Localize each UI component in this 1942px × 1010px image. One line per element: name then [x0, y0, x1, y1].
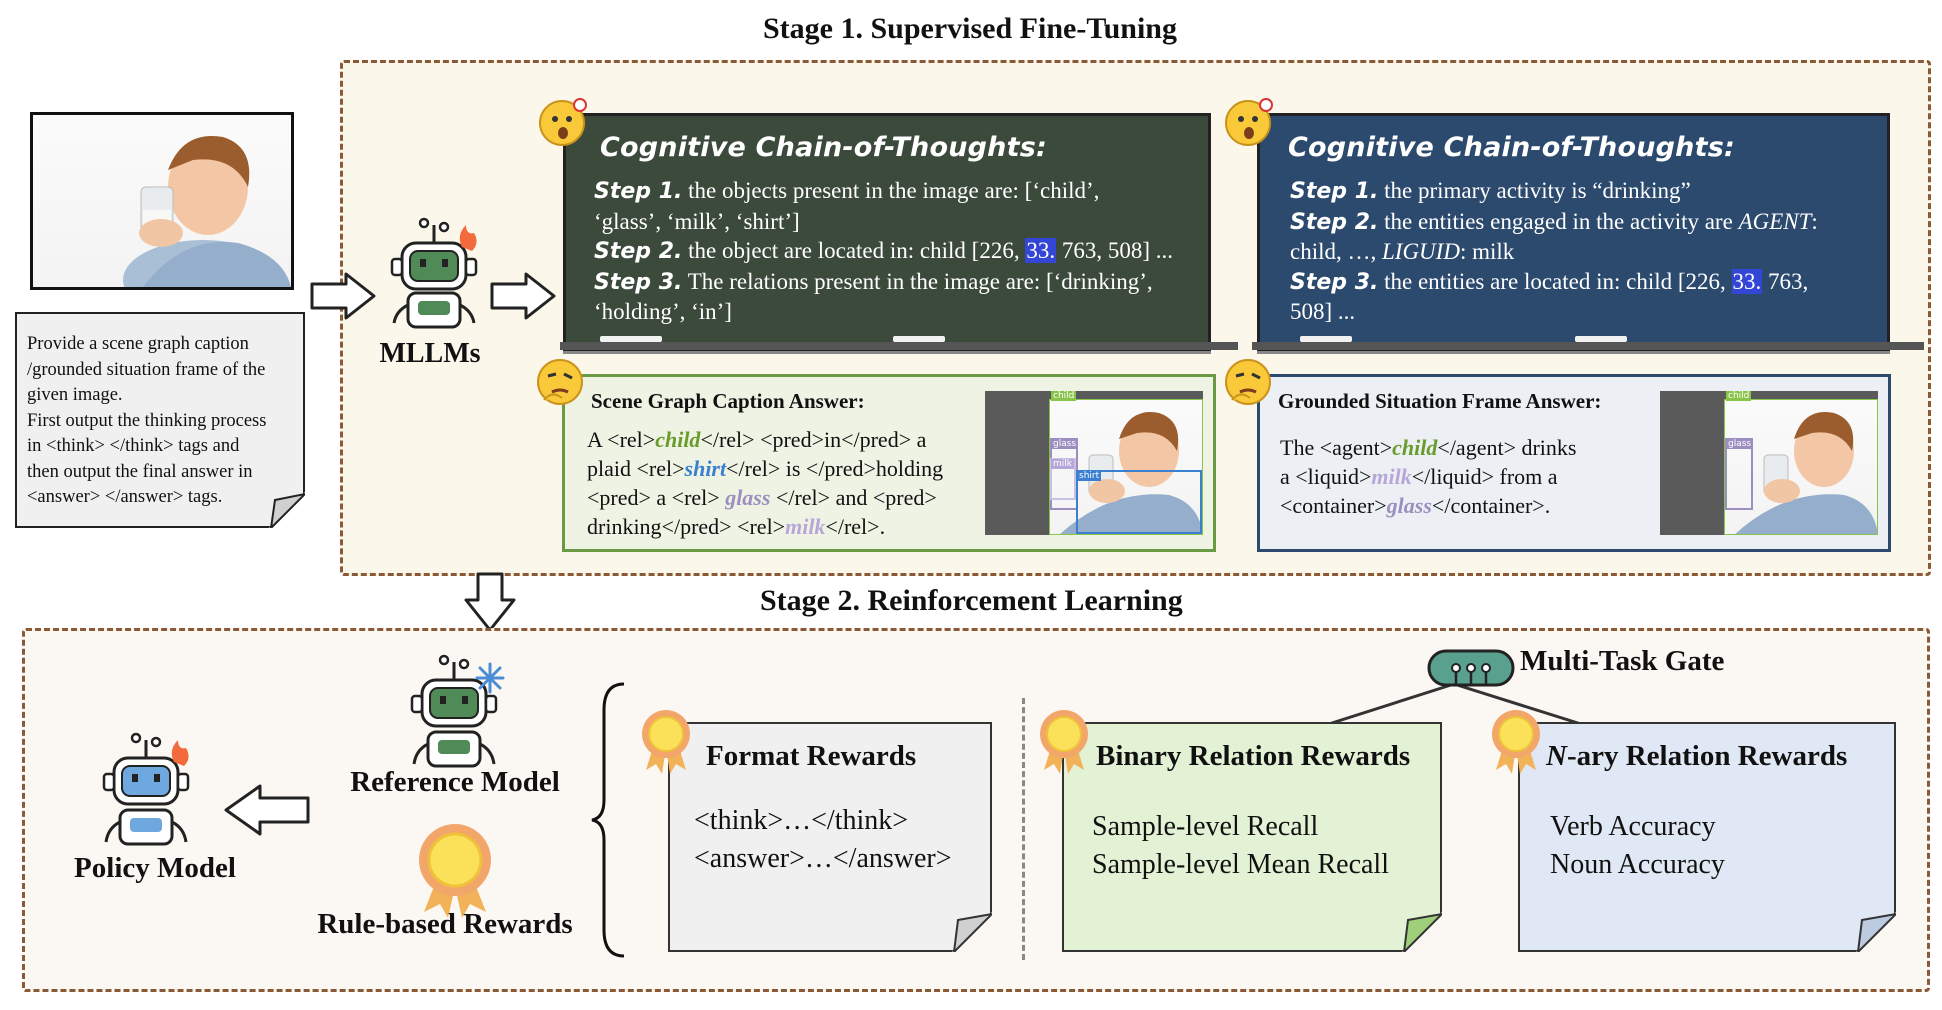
cot-step-1-cont: ‘glass’, ‘milk’, ‘shirt’]	[594, 208, 800, 234]
box-label: glass	[1726, 439, 1754, 449]
folded-corner-icon	[269, 492, 305, 528]
prompt-line: then output the final answer in	[27, 461, 253, 482]
arrow-down-icon	[464, 572, 516, 632]
stage2-title: Stage 2. Reinforcement Learning	[760, 584, 1183, 617]
chalk-piece	[600, 336, 662, 342]
medal-icon	[419, 824, 491, 918]
cot-board-right: Cognitive Chain-of-Thoughts: Step 1. the…	[1257, 113, 1890, 351]
reward-items: Sample-level Recall Sample-level Mean Re…	[1092, 811, 1389, 880]
prompt-line: in <think> </think> tags and	[27, 436, 240, 456]
reward-title: Format Rewards	[706, 740, 917, 772]
reward-items: <think>…</think> <answer>…</answer>	[694, 805, 952, 874]
cot-step-3: Step 3. the entities are located in: chi…	[1290, 268, 1809, 295]
prompt-line: <answer> </answer> tags.	[27, 487, 223, 507]
cot-step-1: Step 1. the primary activity is “drinkin…	[1290, 178, 1691, 204]
grounded-situation-answer: Grounded Situation Frame Answer: The <ag…	[1257, 374, 1891, 552]
cot-step-3-cont: 508] ...	[1290, 299, 1356, 324]
box-label: shirt	[1077, 471, 1102, 481]
scene-graph-answer: Scene Graph Caption Answer: A <rel>child…	[562, 374, 1216, 552]
box-label: child	[1726, 391, 1752, 401]
cot-step-3: Step 3. The relations present in the ima…	[594, 268, 1153, 295]
reward-title: Binary Relation Rewards	[1096, 740, 1411, 772]
cot-step-1: Step 1. the objects present in the image…	[594, 178, 1100, 204]
answer-text: A <rel>child</rel> <pred>in</pred> a pla…	[587, 427, 944, 539]
arrow-right-icon	[490, 272, 556, 320]
cot-title: Cognitive Chain-of-Thoughts:	[600, 132, 1047, 163]
reward-items: Verb Accuracy Noun Accuracy	[1550, 811, 1725, 880]
grounded-image: child glass milk shirt	[985, 391, 1203, 535]
robot-trainable-icon	[390, 217, 478, 329]
pondering-face-icon	[537, 359, 583, 405]
cot-step-2-cont: child, …, LIGUID: milk	[1290, 239, 1515, 264]
input-image	[30, 112, 294, 320]
board-ledge	[560, 342, 1238, 350]
chalk-piece	[893, 336, 945, 342]
prompt-note: Provide a scene graph caption /grounded …	[15, 312, 305, 528]
mllm-label: MLLMs	[379, 338, 481, 369]
reward-card-binary: Binary Relation Rewards Sample-level Rec…	[1062, 722, 1442, 952]
grounded-image: child glass	[1660, 391, 1878, 535]
folded-corner-icon	[1856, 912, 1896, 952]
arrow-left-icon	[224, 784, 310, 836]
box-label: child	[1051, 391, 1077, 401]
prompt-line: Provide a scene graph caption	[27, 334, 249, 354]
thinking-face-icon	[1225, 98, 1273, 146]
answer-text: The <agent>child</agent> drinks a <liqui…	[1280, 435, 1577, 518]
rule-based-rewards-label: Rule-based Rewards	[317, 908, 573, 940]
prompt-line: First output the thinking process	[27, 410, 267, 431]
chalk-piece	[1575, 336, 1627, 342]
boy-drinking-illustration	[1049, 399, 1203, 535]
folded-corner-icon	[1402, 912, 1442, 952]
policy-model-label: Policy Model	[74, 852, 236, 884]
stage1-title: Stage 1. Supervised Fine-Tuning	[763, 12, 1177, 45]
prompt-line: given image.	[27, 385, 123, 405]
divider	[1022, 698, 1025, 960]
answer-title: Scene Graph Caption Answer:	[591, 389, 865, 413]
medal-icon	[642, 710, 690, 774]
reward-card-nary: N-ary Relation Rewards Verb Accuracy Nou…	[1518, 722, 1896, 952]
robot-policy-icon	[102, 732, 190, 846]
pondering-face-icon	[1225, 359, 1271, 405]
box-label: milk	[1051, 459, 1074, 469]
cot-step-3-cont: ‘holding’, ‘in’]	[594, 299, 732, 324]
cot-step-2: Step 2. the object are located in: child…	[594, 238, 1173, 264]
chalk-piece	[1300, 336, 1352, 342]
box-label: glass	[1051, 439, 1079, 449]
folded-corner-icon	[952, 912, 992, 952]
cot-step-2: Step 2. the entities engaged in the acti…	[1290, 208, 1818, 235]
prompt-line: /grounded situation frame of the	[27, 359, 266, 380]
boy-drinking-illustration	[123, 135, 291, 320]
thinking-face-icon	[539, 98, 587, 146]
medal-icon	[1040, 710, 1088, 774]
board-ledge	[1252, 342, 1924, 350]
answer-title: Grounded Situation Frame Answer:	[1278, 389, 1602, 413]
cot-board-left: Cognitive Chain-of-Thoughts: Step 1. the…	[563, 113, 1211, 351]
robot-frozen-icon	[410, 654, 505, 768]
reward-card-format: Format Rewards <think>…</think> <answer>…	[668, 722, 992, 952]
arrow-right-icon	[310, 272, 376, 320]
curly-brace-icon	[591, 682, 625, 958]
multi-task-gate-label: Multi-Task Gate	[1520, 645, 1725, 677]
cot-title: Cognitive Chain-of-Thoughts:	[1288, 132, 1735, 163]
reward-title: N-ary Relation Rewards	[1546, 740, 1848, 772]
multi-task-gate-icon	[1427, 649, 1515, 687]
boy-drinking-illustration	[1724, 399, 1878, 535]
medal-icon	[1492, 710, 1540, 774]
reference-model-label: Reference Model	[350, 766, 560, 798]
